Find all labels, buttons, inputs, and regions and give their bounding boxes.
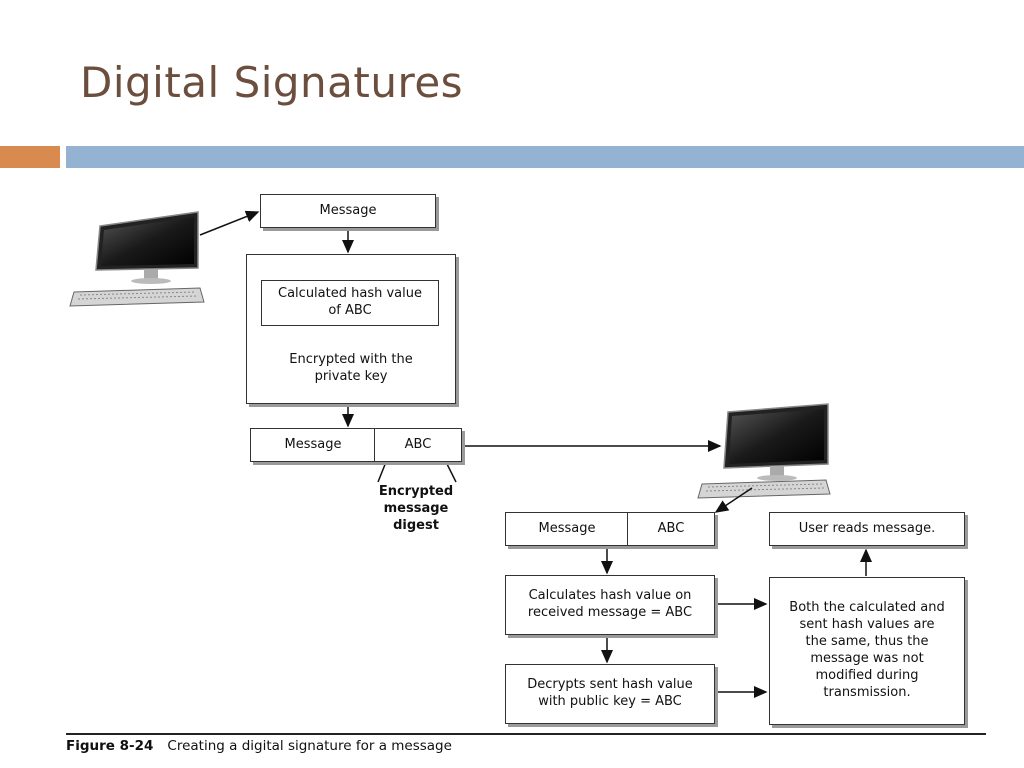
- encrypted-digest-label: Encrypted message digest: [378, 484, 454, 533]
- signed-message-message-cell: Message: [250, 428, 376, 462]
- received-message-cell: Message: [505, 512, 629, 546]
- accent-bar-blue: [66, 146, 1024, 168]
- sender-computer-icon: [69, 211, 205, 307]
- slide-title: Digital Signatures: [80, 58, 464, 107]
- figure-number: Figure 8-24: [66, 738, 154, 754]
- signed-message-abc-cell: ABC: [374, 428, 462, 462]
- result-box: Both the calculated and sent hash values…: [769, 577, 965, 725]
- calculate-hash-box: Calculates hash value on received messag…: [505, 575, 715, 635]
- decrypt-hash-box: Decrypts sent hash value with public key…: [505, 664, 715, 724]
- message-box: Message: [260, 194, 436, 228]
- user-reads-box: User reads message.: [769, 512, 965, 546]
- hash-encrypt-container: [246, 254, 456, 404]
- figure-caption-text: Creating a digital signature for a messa…: [167, 738, 452, 754]
- caption-rule: [66, 733, 986, 735]
- calculated-hash-box: Calculated hash value of ABC: [261, 280, 439, 326]
- receiver-computer-icon: [697, 403, 831, 499]
- received-abc-cell: ABC: [627, 512, 715, 546]
- figure-caption: Figure 8-24 Creating a digital signature …: [66, 738, 452, 754]
- encrypted-private-key-label: Encrypted with the private key: [289, 352, 413, 384]
- accent-bar-orange: [0, 146, 60, 168]
